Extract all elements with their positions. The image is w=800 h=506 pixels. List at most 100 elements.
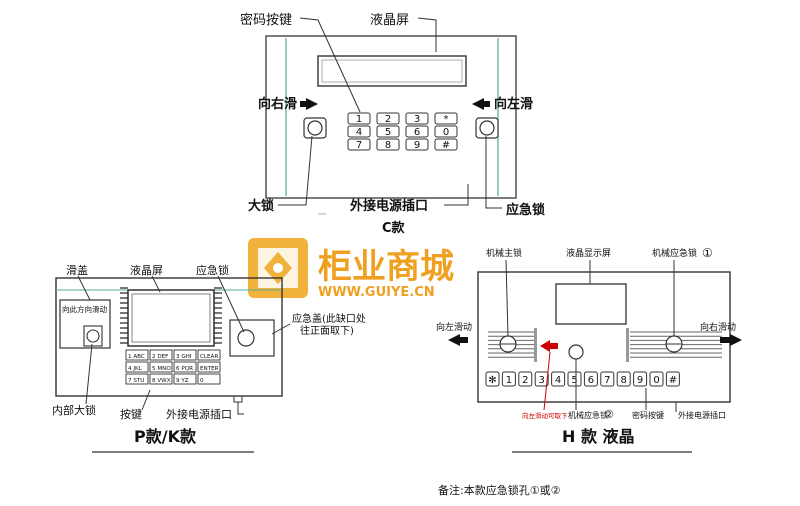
c-key-label: 9 [414, 140, 420, 151]
pk-emergency-lock [237, 329, 255, 347]
pk-key[interactable] [197, 373, 221, 385]
h-label-slide-lower: 向左滑动可取下 [522, 411, 568, 420]
h-emergency-lock-two [568, 344, 584, 360]
watermark: 柜业商城 WWW.GUIYE.CN [248, 238, 454, 300]
c-key[interactable] [405, 138, 429, 151]
watermark-logo-dot [273, 263, 283, 273]
pk-key[interactable] [149, 373, 173, 385]
c-leader-emergency [485, 136, 502, 209]
pk-key[interactable] [149, 361, 173, 373]
pk-key[interactable] [173, 349, 197, 361]
h-leader-slide-lower [543, 351, 551, 411]
pk-key-label: 8 VWX [152, 378, 171, 384]
pk-label-slide-cover: 滑盖 [66, 263, 88, 277]
c-arrow-right-shaft [300, 101, 308, 107]
c-key[interactable] [347, 138, 371, 151]
h-key[interactable] [567, 371, 582, 387]
pk-label-emergency-cover: 应急盖(此缺口处 [292, 312, 366, 325]
c-arrow-right [306, 98, 318, 110]
pk-key[interactable] [197, 361, 221, 373]
c-key[interactable] [434, 125, 458, 138]
h-label-circle-one: ① [702, 246, 713, 260]
h-key[interactable] [518, 371, 533, 387]
h-key[interactable] [649, 371, 664, 387]
pk-leader-power [237, 402, 244, 415]
h-key[interactable] [665, 371, 680, 387]
c-key[interactable] [405, 112, 429, 125]
footnote: 备注:本款应急锁孔①或② [438, 483, 561, 497]
h-key-label: 9 [637, 375, 643, 386]
c-key[interactable] [347, 112, 371, 125]
pk-lcd-inner [131, 293, 211, 343]
pk-leader-emergency [217, 275, 245, 333]
c-key-label: * [444, 114, 449, 125]
pk-key[interactable] [125, 373, 149, 385]
watermark-url: WWW.GUIYE.CN [318, 285, 435, 300]
c-key[interactable] [434, 112, 458, 125]
h-label-power-port: 外接电源插口 [678, 410, 726, 420]
pk-leader-lcd [151, 275, 161, 293]
h-key-label: 5 [571, 375, 577, 386]
pk-key[interactable] [173, 361, 197, 373]
pk-vent-lines [120, 287, 222, 344]
h-key-label: 3 [539, 375, 545, 386]
c-key[interactable] [376, 125, 400, 138]
c-key[interactable] [376, 138, 400, 151]
c-arrow-left-shaft [482, 101, 490, 107]
c-arrow-left [472, 98, 484, 110]
pk-key[interactable] [125, 361, 149, 373]
pk-key[interactable] [149, 349, 173, 361]
pk-label-power-port: 外接电源插口 [166, 407, 232, 421]
c-key-label: 1 [356, 114, 362, 125]
pk-key-label: ENTER [200, 366, 219, 372]
h-label-slide-left: 向左滑动 [436, 321, 472, 333]
c-key-label: 7 [356, 140, 362, 151]
h-key[interactable] [485, 371, 500, 387]
pk-slide-cover [59, 299, 111, 349]
h-key[interactable] [633, 371, 648, 387]
pk-key-label: 5 MNO [152, 366, 171, 372]
c-key-label: 2 [385, 114, 391, 125]
c-key-label: 6 [414, 127, 420, 138]
c-key-label: 4 [356, 127, 362, 138]
c-label-lcd: 液晶屏 [370, 13, 409, 28]
h-slot-left [534, 328, 537, 362]
h-arrow-left [448, 334, 460, 346]
c-leader-keys [299, 17, 361, 113]
c-label-password-keys: 密码按键 [240, 12, 292, 28]
h-key[interactable] [534, 371, 549, 387]
pk-key[interactable] [197, 349, 221, 361]
pk-key[interactable] [173, 373, 197, 385]
h-key[interactable] [583, 371, 598, 387]
h-label-lcd: 液晶显示屏 [566, 247, 611, 259]
h-key[interactable] [616, 371, 631, 387]
c-key[interactable] [405, 125, 429, 138]
h-key-label: # [669, 375, 677, 386]
h-label-circle-two: ② [604, 408, 614, 421]
pk-lcd [127, 289, 215, 347]
c-leader-big-lock [278, 135, 313, 206]
h-key-label: 1 [506, 375, 512, 386]
c-key[interactable] [376, 112, 400, 125]
pk-key[interactable] [125, 349, 149, 361]
h-key-label: 8 [621, 375, 627, 386]
pk-slide-hint: 向此方向滑动 [62, 304, 107, 314]
h-arrow-right [730, 334, 742, 346]
c-lcd-inner [321, 59, 463, 83]
c-key[interactable] [434, 138, 458, 151]
h-key[interactable] [600, 371, 615, 387]
c-model-name: C款 [382, 220, 406, 236]
c-key[interactable] [347, 125, 371, 138]
h-model-name: H 款 液晶 [562, 427, 635, 446]
h-key[interactable] [501, 371, 516, 387]
h-key[interactable] [551, 371, 566, 387]
c-key-label: # [442, 140, 450, 151]
pk-power-port [233, 395, 243, 403]
pk-leader-slide [77, 275, 91, 301]
